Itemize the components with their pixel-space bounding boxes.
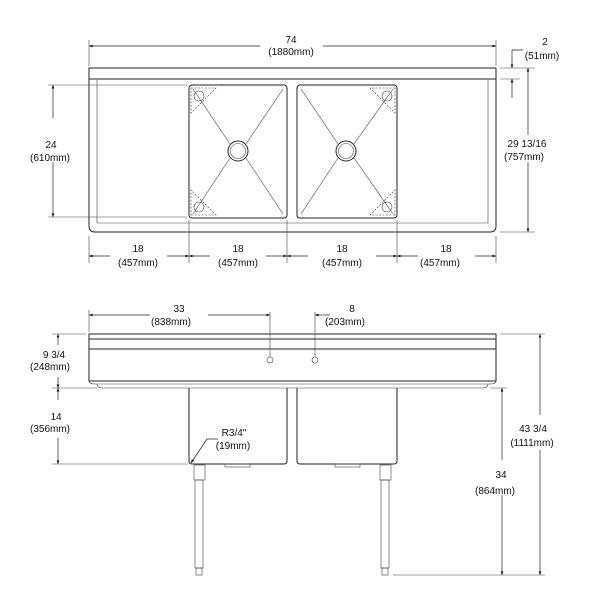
dim-work-height: 34 <box>495 470 507 481</box>
left-bowl <box>188 84 288 219</box>
dim-segment-4: 18 <box>440 244 452 255</box>
dim-radius: R3/4" <box>222 428 247 439</box>
dim-faucet-spacing-mm: (203mm) <box>325 317 365 328</box>
right-leg <box>379 464 392 576</box>
dim-bowl-depth-mm: (610mm) <box>30 153 70 164</box>
dim-overall-depth: 29 13/16 <box>508 139 547 150</box>
faucet-hole-icon <box>311 356 319 364</box>
dim-segment-4-mm: (457mm) <box>420 258 460 269</box>
top-view: 74 (1880mm) 24 (610mm) 2 (51mm) 29 13/16… <box>30 35 559 269</box>
left-bowl-front <box>188 388 288 465</box>
sink-outline-top <box>88 67 497 233</box>
dim-segment-2-mm: (457mm) <box>218 258 258 269</box>
dim-backsplash-mm: (51mm) <box>525 51 559 62</box>
right-bowl <box>296 84 398 219</box>
front-view: 33 (838mm) 8 (203mm) 9 3/4 (248mm) 14 (3… <box>30 304 554 576</box>
right-bowl-front <box>296 388 398 465</box>
dim-backsplash: 2 <box>542 37 548 48</box>
dim-radius-mm: (19mm) <box>216 441 250 452</box>
drain-icon <box>335 140 357 162</box>
faucet-hole-icon <box>266 356 274 364</box>
dim-splash-height: 9 3/4 <box>43 350 66 361</box>
dim-faucet-offset-mm: (838mm) <box>151 317 191 328</box>
dim-bowl-height: 14 <box>50 412 62 423</box>
dim-segment-1: 18 <box>132 244 144 255</box>
dim-overall-width: 74 <box>285 35 297 46</box>
dim-faucet-offset: 33 <box>173 304 185 315</box>
dim-overall-height: 43 3/4 <box>519 424 547 435</box>
dim-overall-depth-mm: (757mm) <box>504 152 544 163</box>
sink-outline-front <box>88 333 497 382</box>
dim-overall-height-mm: (1111mm) <box>510 438 553 449</box>
dim-segment-1-mm: (457mm) <box>118 258 158 269</box>
dim-splash-height-mm: (248mm) <box>30 362 70 373</box>
dim-overall-width-mm: (1880mm) <box>268 47 314 58</box>
left-leg <box>193 464 206 576</box>
dim-segment-3-mm: (457mm) <box>322 258 362 269</box>
dim-segment-2: 18 <box>232 244 244 255</box>
dim-faucet-spacing: 8 <box>349 304 355 315</box>
dim-bowl-depth: 24 <box>45 140 57 151</box>
dim-work-height-mm: (864mm) <box>475 486 515 497</box>
drainboard-inner <box>96 80 489 224</box>
dim-segment-3: 18 <box>336 244 348 255</box>
dim-bowl-height-mm: (356mm) <box>30 424 70 435</box>
drain-icon <box>227 140 249 162</box>
